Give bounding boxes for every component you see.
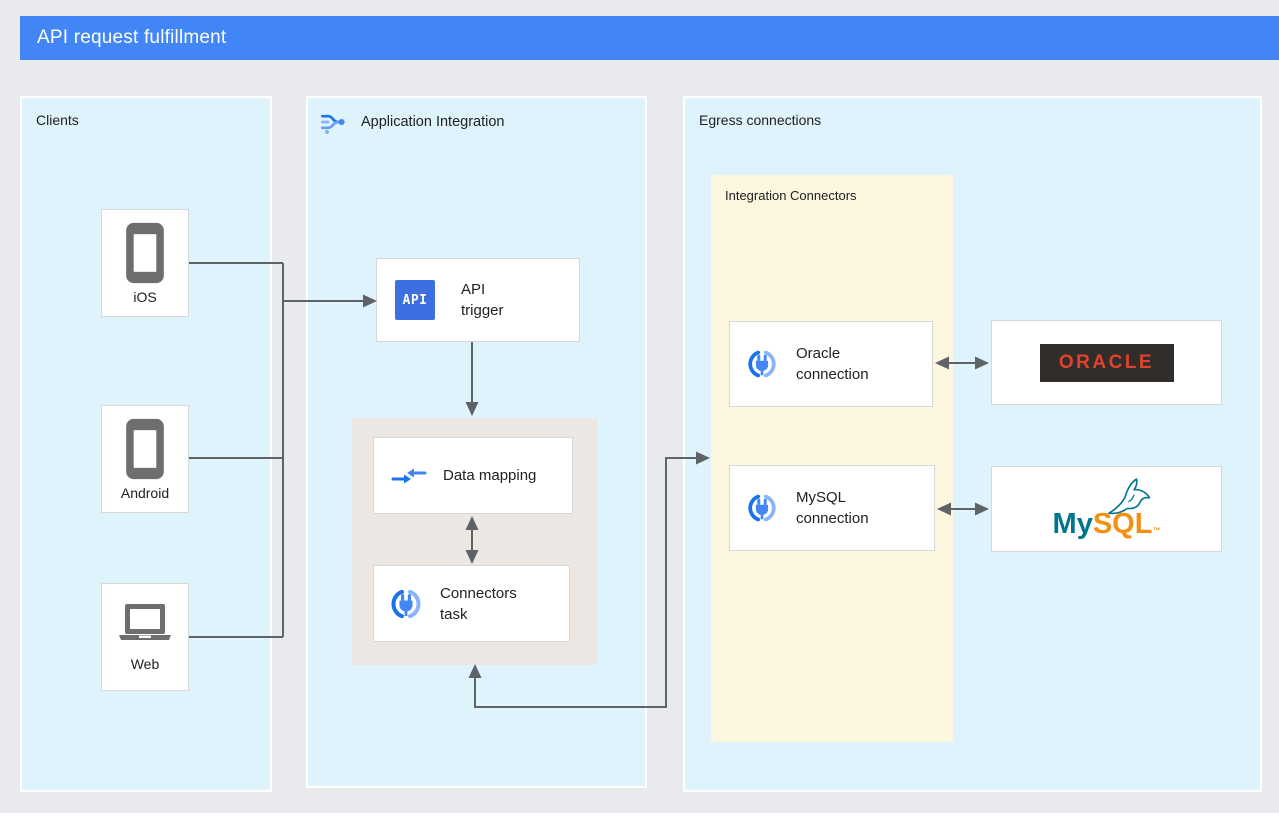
smartphone-icon: [122, 417, 168, 481]
client-node-label: iOS: [133, 289, 157, 306]
integration-connectors-group: Integration Connectors: [711, 175, 953, 742]
bottom-strip: [0, 813, 1279, 820]
api-badge-icon: API: [395, 280, 435, 320]
mysql-logo: MySQL™: [1052, 475, 1161, 544]
smartphone-icon: [122, 221, 168, 285]
laptop-icon: [116, 602, 174, 644]
client-node-web: Web: [101, 583, 189, 691]
connector-plug-icon: [389, 587, 423, 621]
mysql-logo-sql: SQL: [1092, 507, 1153, 540]
connectors-task-label: Connectors task: [440, 584, 517, 623]
client-node-label: Web: [130, 656, 160, 672]
client-node-android: Android: [101, 405, 189, 513]
client-node-label: Android: [120, 485, 170, 502]
data-mapping-icon: [391, 464, 427, 488]
diagram-title: API request fulfillment: [37, 27, 227, 48]
mysql-logo-tm: ™: [1152, 525, 1161, 535]
egress-connections-panel-label: Egress connections: [699, 112, 822, 128]
data-mapping-label: Data mapping: [443, 467, 537, 484]
client-node-ios: iOS: [101, 209, 189, 317]
diagram-title-bar: API request fulfillment: [20, 16, 1279, 60]
oracle-logo: ORACLE: [1039, 343, 1174, 382]
mysql-connection-label: MySQL connection: [796, 489, 869, 527]
connector-plug-icon: [746, 492, 778, 524]
data-mapping-node: Data mapping: [373, 437, 573, 514]
mysql-logo-my: My: [1052, 507, 1093, 540]
connector-plug-icon: [746, 348, 778, 380]
mysql-connection-node: MySQL connection: [729, 465, 935, 551]
oracle-connection-label: Oracle connection: [796, 345, 869, 383]
mysql-dolphin-icon: [1104, 475, 1156, 519]
mysql-logo-node: MySQL™: [991, 466, 1222, 552]
connectors-task-node: Connectors task: [373, 565, 570, 642]
oracle-connection-node: Oracle connection: [729, 321, 933, 407]
application-integration-panel-label: Application Integration: [361, 114, 505, 130]
integration-connectors-group-label: Integration Connectors: [725, 188, 857, 203]
application-integration-icon: [320, 108, 348, 136]
api-trigger-label: API trigger: [461, 281, 504, 319]
oracle-logo-node: ORACLE: [991, 320, 1222, 405]
api-trigger-node: API API trigger: [376, 258, 580, 342]
clients-panel-label: Clients: [36, 112, 79, 128]
